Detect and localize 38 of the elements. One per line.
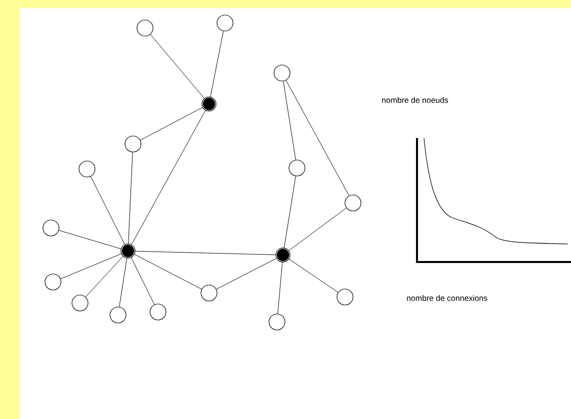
- network-node: [336, 288, 354, 306]
- network-node: [200, 284, 218, 302]
- connection-line: [128, 152, 133, 244]
- connection-line: [150, 34, 205, 100]
- connection-line: [134, 250, 276, 256]
- connection-line: [90, 176, 126, 246]
- connection-line: [60, 253, 122, 280]
- connection-line: [85, 256, 124, 298]
- network-node: [274, 64, 290, 82]
- network-node: [268, 314, 286, 330]
- connection-line: [210, 30, 224, 98]
- network-node: [44, 274, 62, 290]
- network-node: [42, 220, 60, 236]
- connection-line: [140, 106, 204, 140]
- hub-node: [120, 244, 136, 258]
- network-node: [110, 306, 126, 324]
- connection-line: [283, 80, 296, 160]
- connection-line: [286, 80, 350, 196]
- connection-line: [134, 254, 202, 290]
- connection-line: [58, 230, 122, 250]
- network-node: [216, 14, 234, 32]
- network-node: [150, 304, 166, 320]
- connection-line: [130, 256, 155, 305]
- network-node: [136, 20, 154, 36]
- network-node: [78, 160, 96, 178]
- connection-line: [278, 262, 283, 314]
- network-node: [72, 294, 88, 312]
- connection-line: [216, 258, 278, 290]
- network-node: [344, 194, 362, 212]
- connection-line: [288, 208, 347, 252]
- axis-label: nombre de connexions: [407, 295, 488, 301]
- axis-label: nombre de noeuds: [382, 97, 448, 103]
- connection-line: [131, 110, 206, 246]
- connection-line: [284, 176, 296, 249]
- network-node: [124, 136, 142, 152]
- connection-line: [288, 258, 338, 293]
- network-node: [288, 160, 306, 176]
- connection-line: [119, 257, 128, 308]
